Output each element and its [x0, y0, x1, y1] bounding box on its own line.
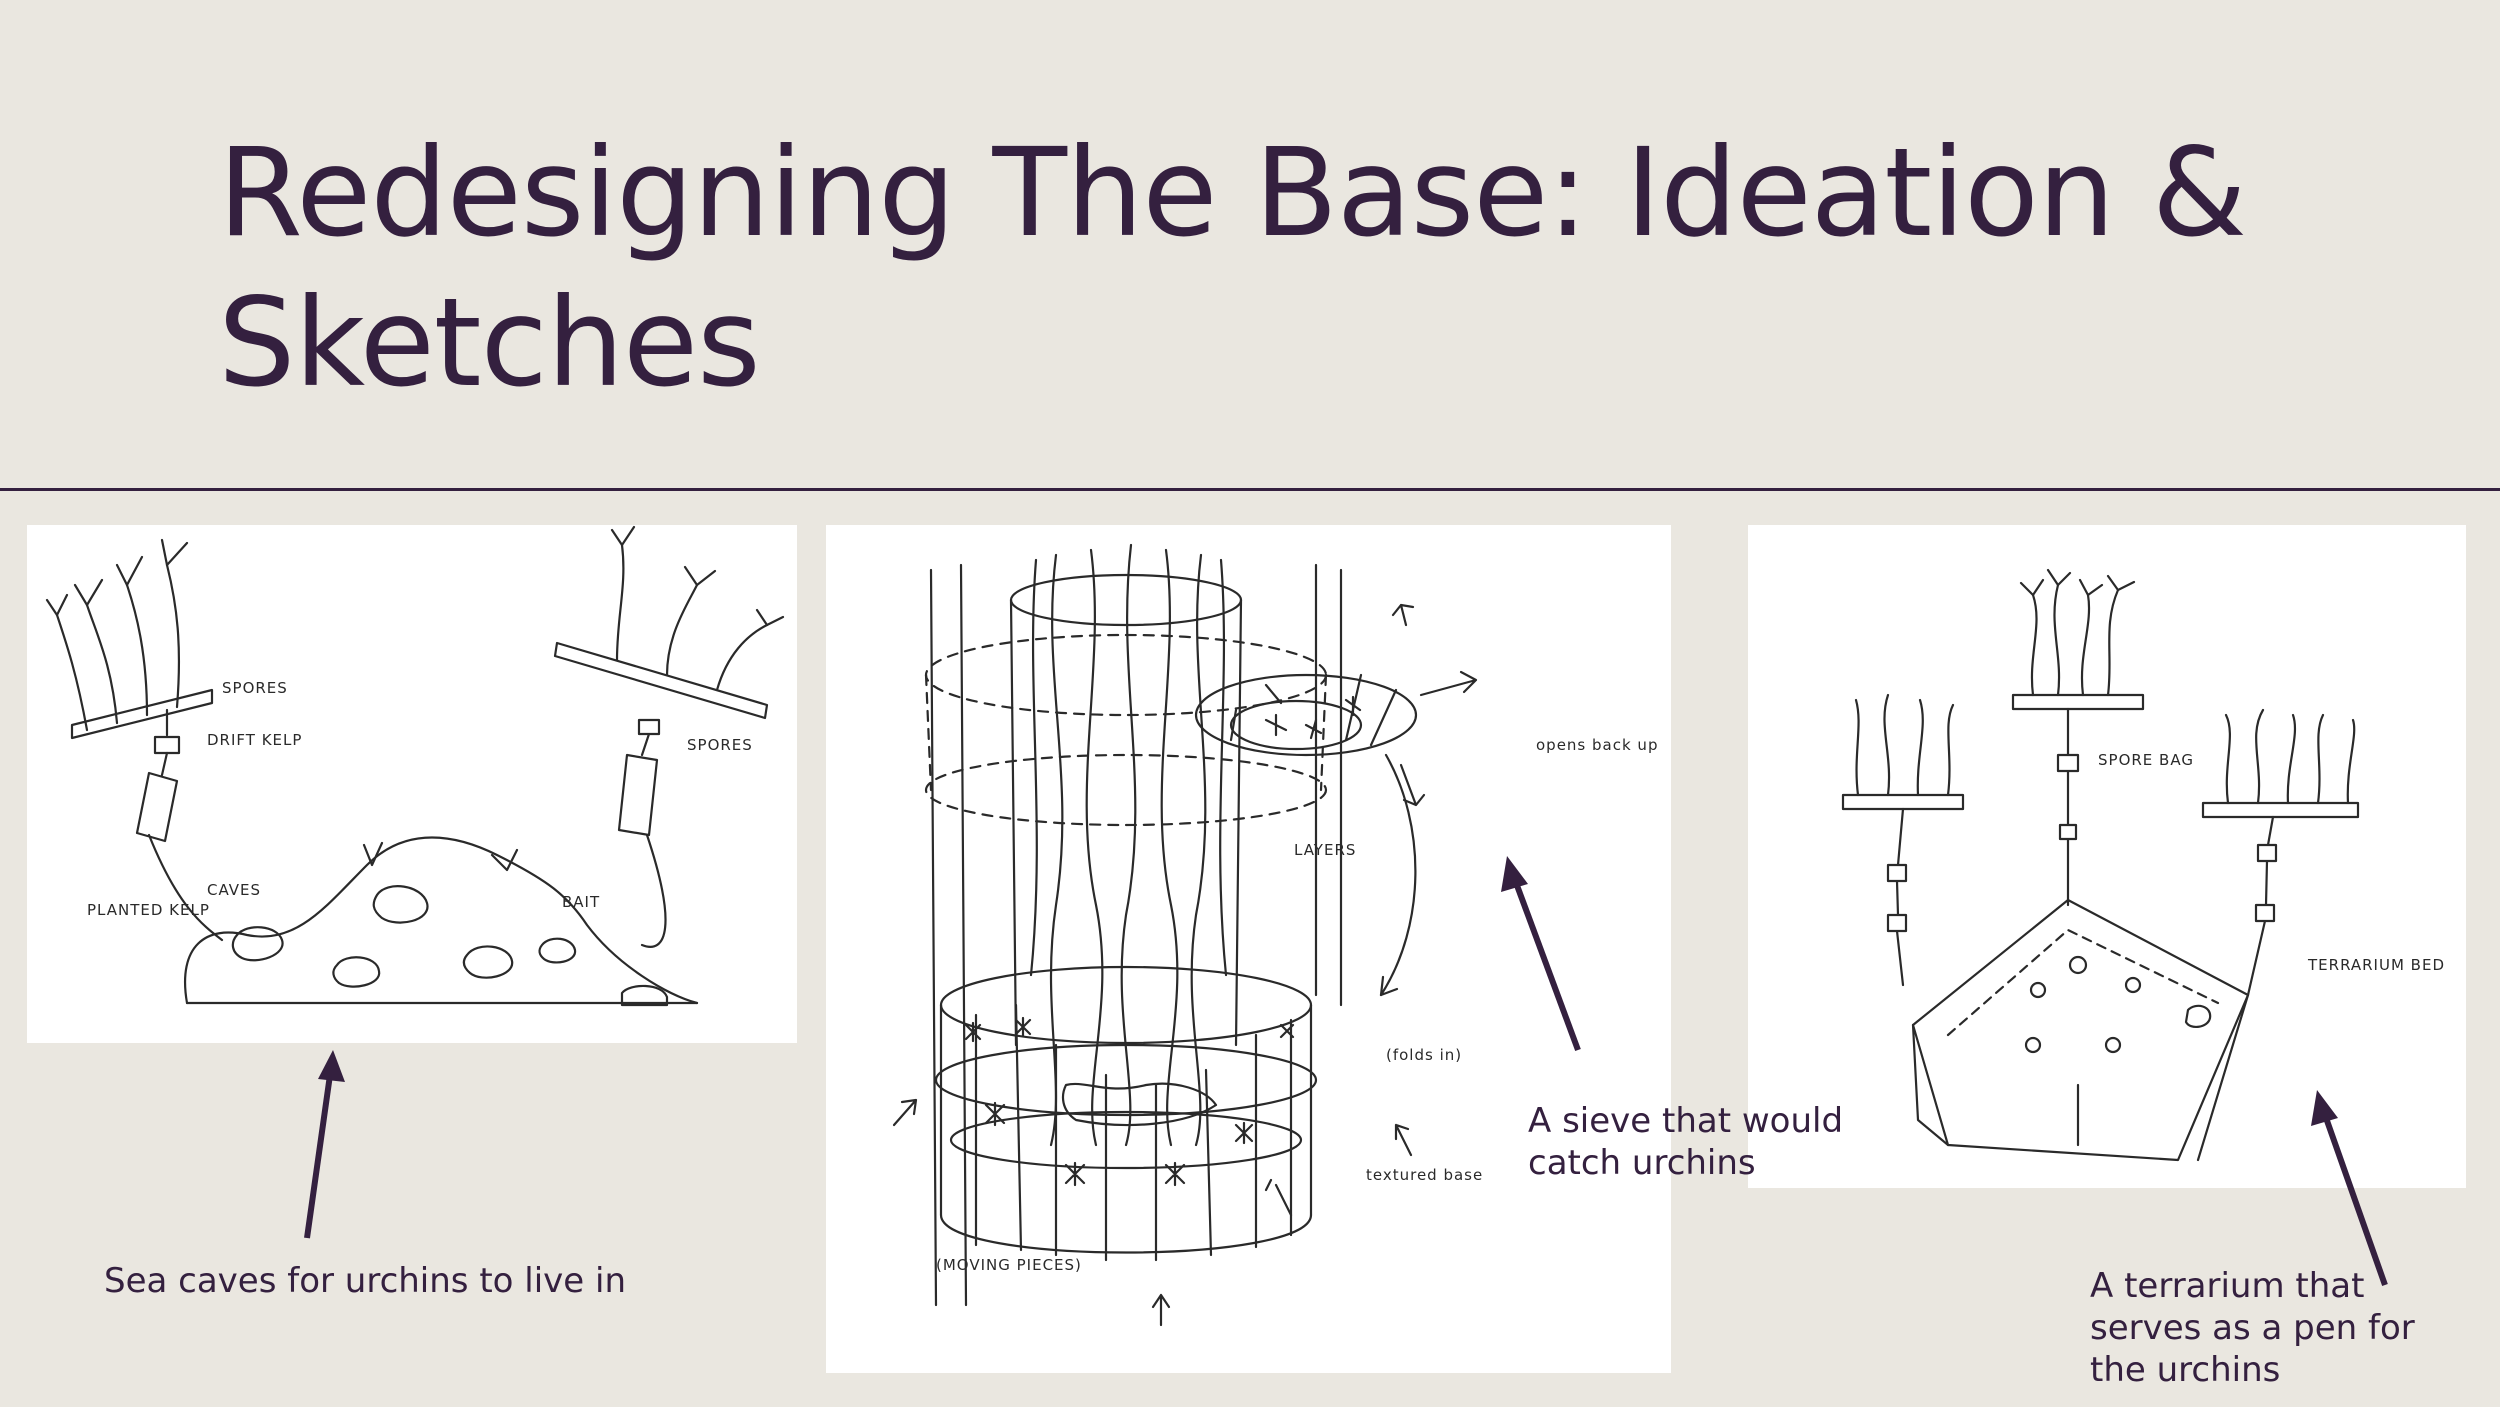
label-drift-kelp: DRIFT KELP — [207, 731, 302, 749]
caption-sieve: A sieve that would catch urchins — [1528, 1101, 1844, 1183]
slide-title: Redesigning The Base: Ideation & Sketche… — [218, 122, 2247, 414]
sieve-drawing: opens back up LAYERS (folds in) textured… — [892, 543, 1658, 1327]
label-spores-left: SPORES — [222, 679, 288, 697]
caption-sea-caves: Sea caves for urchins to live in — [104, 1261, 627, 1301]
label-opens: opens back up — [1536, 736, 1658, 754]
title-divider — [0, 488, 2500, 491]
sketch-terrarium: SPORE BAG TERRARIUM BED — [1748, 525, 2466, 1188]
label-layers: LAYERS — [1294, 841, 1356, 859]
label-bait: BAIT — [562, 893, 600, 911]
label-spores-right: SPORES — [687, 736, 753, 754]
terrarium-drawing: SPORE BAG TERRARIUM BED — [1841, 568, 2445, 1162]
label-moving-pieces: (MOVING PIECES) — [936, 1256, 1082, 1274]
caption-terrarium: A terrarium that serves as a pen for the… — [2090, 1266, 2415, 1390]
label-terrarium-bed: TERRARIUM BED — [2307, 956, 2445, 974]
label-folds-in: (folds in) — [1386, 1046, 1462, 1064]
arrow-sea-caves — [304, 1050, 345, 1239]
label-planted-kelp: PLANTED KELP — [87, 901, 210, 919]
sea-caves-drawing: SPORES DRIFT KELP SPORES PLANTED KELP CA… — [45, 525, 785, 1007]
sketch-sieve: opens back up LAYERS (folds in) textured… — [826, 525, 1671, 1373]
label-caves: CAVES — [207, 881, 261, 899]
sketch-sea-caves: SPORES DRIFT KELP SPORES PLANTED KELP CA… — [27, 525, 797, 1043]
label-textured-base: textured base — [1366, 1166, 1483, 1184]
label-spore-bag: SPORE BAG — [2098, 751, 2194, 769]
